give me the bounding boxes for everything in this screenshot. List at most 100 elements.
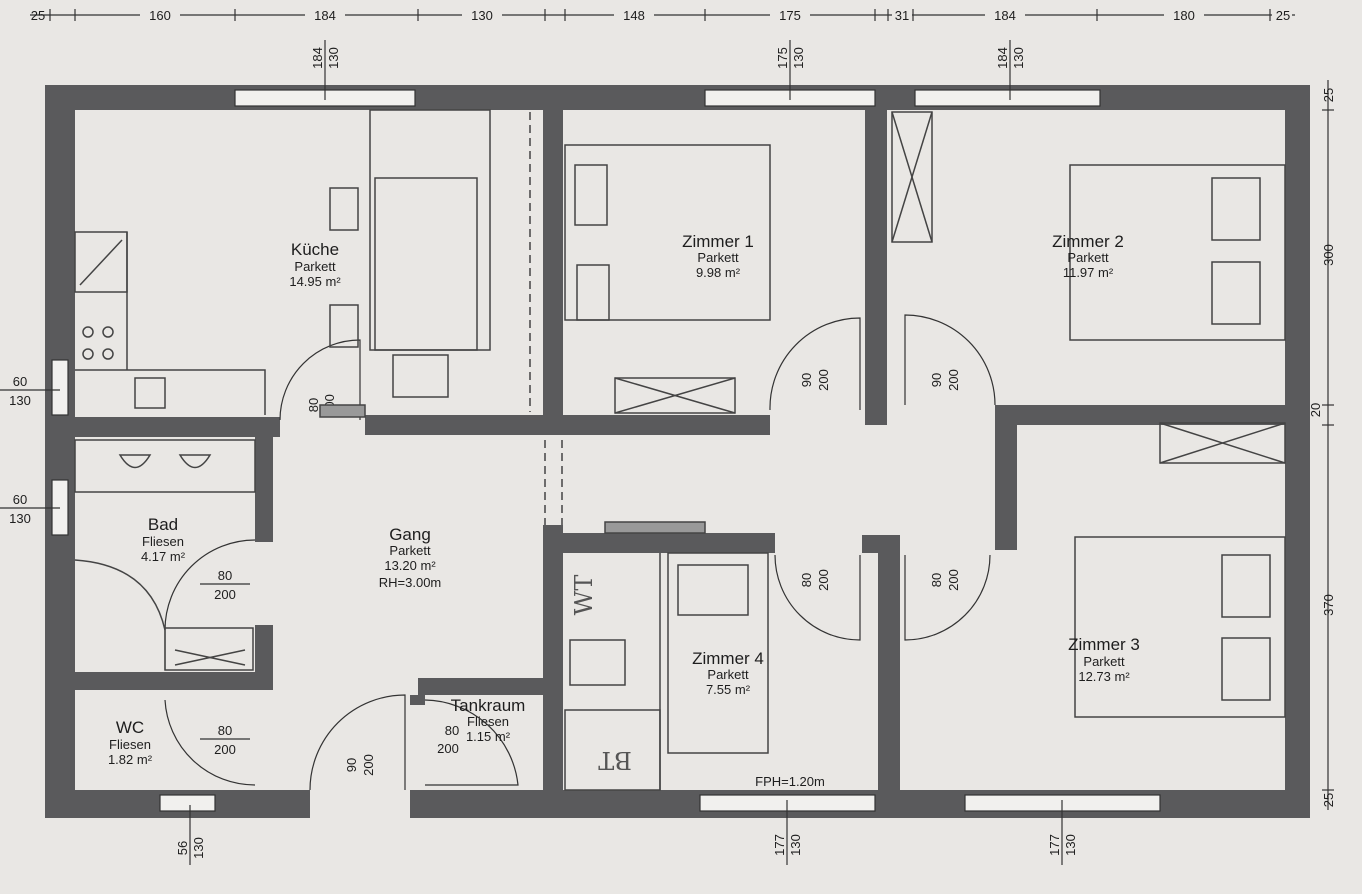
- door-width: 80: [218, 568, 232, 583]
- room-height: RH=3.00m: [379, 575, 442, 590]
- window-wc: [159, 794, 216, 812]
- dim-right: 370: [1321, 594, 1336, 616]
- room-floor: Fliesen: [142, 534, 184, 549]
- room-area: 14.95 m²: [289, 274, 341, 289]
- room-area: 9.98 m²: [696, 265, 741, 280]
- window-labels: 184 130 175 130 184 130 177 130 177 130 …: [0, 40, 1078, 865]
- door-width: 80: [799, 573, 814, 587]
- windows: [51, 89, 1161, 812]
- room-name: Tankraum: [451, 696, 526, 715]
- room-floor: Parkett: [697, 250, 739, 265]
- window-height: 130: [788, 834, 803, 856]
- room-area: 1.82 m²: [108, 752, 153, 767]
- right-dimension-line: 25 300 20 370 25: [1308, 80, 1336, 810]
- window-width: 56: [175, 841, 190, 855]
- room-area: 7.55 m²: [706, 682, 751, 697]
- room-name: Gang: [389, 525, 431, 544]
- dim-top: 184: [994, 8, 1016, 23]
- door-height: 200: [214, 742, 236, 757]
- furniture: [74, 109, 1286, 791]
- dim-top: 180: [1173, 8, 1195, 23]
- dim-top: 175: [779, 8, 801, 23]
- parapet-height-label: FPH=1.20m: [755, 774, 825, 789]
- room-area: 1.15 m²: [466, 729, 511, 744]
- room-tankraum: Tankraum Fliesen 1.15 m²: [451, 696, 526, 744]
- room-kueche: Küche Parkett 14.95 m²: [289, 240, 341, 289]
- door-swings: [164, 314, 996, 791]
- handwritten-bt: BT: [598, 746, 632, 774]
- door-height: 200: [361, 754, 376, 776]
- window-kueche-side: [51, 359, 69, 416]
- room-area: 4.17 m²: [141, 549, 186, 564]
- room-bad: Bad Fliesen 4.17 m²: [141, 515, 186, 564]
- room-area: 12.73 m²: [1078, 669, 1130, 684]
- window-width: 184: [310, 47, 325, 69]
- door-height: 200: [946, 569, 961, 591]
- window-width: 177: [1047, 834, 1062, 856]
- room-floor: Fliesen: [109, 737, 151, 752]
- window-height: 130: [1063, 834, 1078, 856]
- room-area: 11.97 m²: [1063, 265, 1114, 280]
- room-name: Bad: [148, 515, 178, 534]
- door-width: 90: [799, 373, 814, 387]
- top-dimension-line: 160 25 184 130 148 175 31 184 180 25: [30, 6, 1295, 24]
- door-height: 200: [214, 587, 236, 602]
- door-width: 80: [929, 573, 944, 587]
- window-height: 130: [791, 47, 806, 69]
- dim-top: 160: [149, 8, 171, 23]
- room-name: Zimmer 2: [1052, 232, 1124, 251]
- room-floor: Fliesen: [467, 714, 509, 729]
- window-width: 60: [13, 374, 27, 389]
- window-width: 175: [775, 47, 790, 69]
- door-width: 90: [344, 758, 359, 772]
- dim-top: 25: [31, 8, 45, 23]
- window-height: 130: [191, 837, 206, 859]
- room-area: 13.20 m²: [384, 558, 436, 573]
- room-floor: Parkett: [707, 667, 749, 682]
- room-name: Zimmer 4: [692, 649, 764, 668]
- room-zimmer3: Zimmer 3 Parkett 12.73 m²: [1068, 635, 1140, 684]
- door-width: 80: [445, 723, 459, 738]
- dim-top: 184: [314, 8, 336, 23]
- door-height: 200: [437, 741, 459, 756]
- room-wc: WC Fliesen 1.82 m²: [108, 718, 153, 767]
- window-height: 130: [9, 393, 31, 408]
- door-width: 80: [306, 398, 321, 412]
- walls: [45, 85, 1310, 818]
- room-floor: Parkett: [1083, 654, 1125, 669]
- window-height: 130: [1011, 47, 1026, 69]
- door-labels: 80 200 90 200 90 200 80 200 80 200 90 20…: [200, 369, 961, 776]
- dim-top: 25: [1276, 8, 1290, 23]
- window-height: 130: [9, 511, 31, 526]
- room-name: WC: [116, 718, 144, 737]
- room-name: Küche: [291, 240, 339, 259]
- room-floor: Parkett: [294, 259, 336, 274]
- room-name: Zimmer 3: [1068, 635, 1140, 654]
- room-gang: Gang Parkett 13.20 m² RH=3.00m: [379, 525, 442, 590]
- dim-top: 148: [623, 8, 645, 23]
- window-width: 60: [13, 492, 27, 507]
- door-height: 200: [816, 569, 831, 591]
- room-zimmer2: Zimmer 2 Parkett 11.97 m²: [1052, 232, 1124, 280]
- room-name: Zimmer 1: [682, 232, 754, 251]
- dim-right: 25: [1321, 88, 1336, 102]
- door-width: 80: [218, 723, 232, 738]
- room-floor: Parkett: [1067, 250, 1109, 265]
- room-zimmer1: Zimmer 1 Parkett 9.98 m²: [682, 232, 754, 280]
- dim-right: 300: [1321, 244, 1336, 266]
- window-width: 184: [995, 47, 1010, 69]
- door-height: 200: [816, 369, 831, 391]
- door-height: 200: [946, 369, 961, 391]
- window-zimmer2: [914, 89, 1101, 107]
- dim-right: 20: [1308, 403, 1323, 417]
- handwritten-wt: WT: [570, 575, 598, 616]
- room-labels: Küche Parkett 14.95 m² Zimmer 1 Parkett …: [108, 232, 1140, 767]
- window-width: 177: [772, 834, 787, 856]
- dim-top: 130: [471, 8, 493, 23]
- dim-right: 25: [1321, 793, 1336, 807]
- room-floor: Parkett: [389, 543, 431, 558]
- window-height: 130: [326, 47, 341, 69]
- door-width: 90: [929, 373, 944, 387]
- room-zimmer4: Zimmer 4 Parkett 7.55 m²: [692, 649, 764, 697]
